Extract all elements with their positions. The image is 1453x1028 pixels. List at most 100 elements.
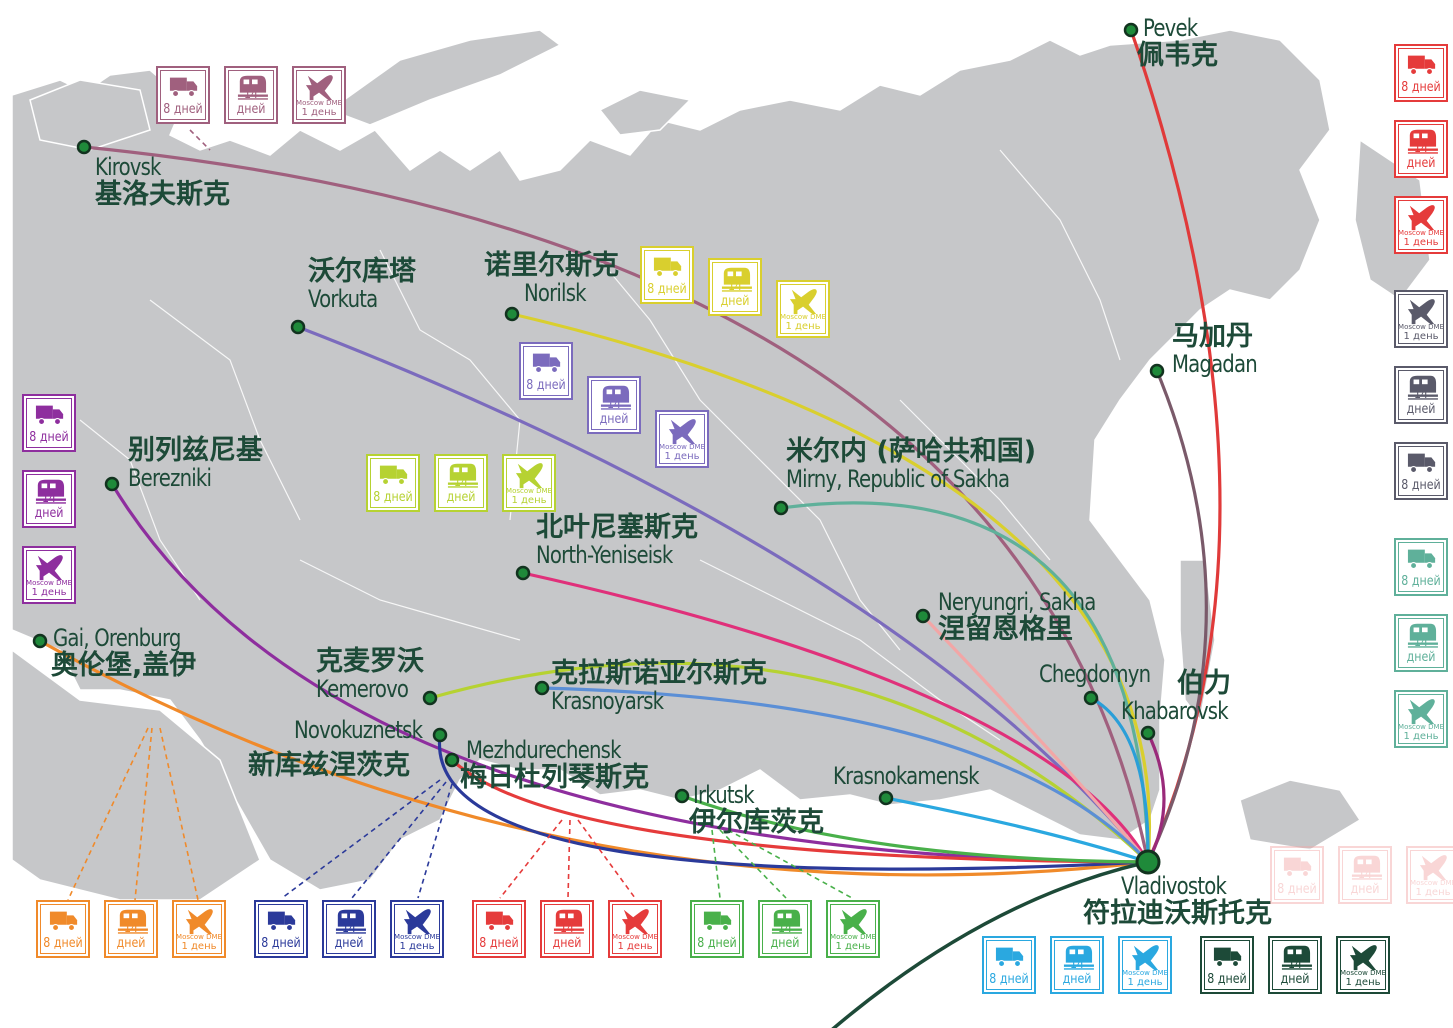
box-label: 8 дней [261,936,301,951]
transport-box-rail: 14 дней [708,258,762,316]
transport-box-truck: 8 дней [366,454,420,512]
novaya-zemlya [328,29,562,126]
transport-box-truck: 8 дней [640,246,694,304]
box-label: 14 дней [599,397,629,427]
leader-line [719,829,787,899]
box-label: 1 день [785,321,821,332]
truck-icon [1407,549,1436,570]
truck-icon [485,911,514,932]
route-magadan [1146,369,1208,864]
box-label: 8 дней [1277,882,1317,897]
box-label: 14 дней [1280,957,1310,987]
transport-box-truck: 8 дней [982,936,1036,994]
city-markers [32,22,1165,875]
box-label: 8 дней [43,936,83,951]
box-label: 8 дней [697,936,737,951]
city-marker-mezhdurechensk [444,752,460,768]
airplane-icon [839,909,867,935]
box-label: Moscow DME [1398,723,1444,731]
route-berezniki [110,482,1150,864]
box-label: Moscow DME [296,99,342,107]
city-marker-vladivostok [1135,849,1161,875]
city-marker-kirovsk [76,139,92,155]
train-icon [721,267,752,292]
city-marker-neryungri [915,608,931,624]
leader-line [134,727,153,901]
city-marker-gai [32,633,48,649]
box-label: Moscow DME [1122,969,1168,977]
region-border [299,559,521,641]
transport-box-truck: 8 дней [1394,44,1448,102]
city-marker-vorkuta [290,319,306,335]
box-label: 8 дней [989,972,1029,987]
transport-box-rail: 14 дней [540,900,594,958]
box-label: 14 дней [1406,387,1436,417]
city-marker-irkutsk [674,788,690,804]
truck-icon [379,465,408,486]
city-marker-kemerovo [422,690,438,706]
japan [1239,779,1362,851]
box-label: 14 дней [236,87,266,117]
box-label: 14 дней [34,491,64,521]
city-marker-norilsk [504,306,520,322]
airplane-icon [1407,699,1435,725]
route-vladivostok-outbound [831,860,1149,1028]
box-label: 8 дней [647,282,687,297]
box-label: 8 дней [163,102,203,117]
region-border [79,419,201,601]
city-marker-krasnokamensk [878,790,894,806]
city-marker-north-yeniseisk [515,565,531,581]
box-label: 8 дней [526,378,566,393]
transport-box-rail: 14 дней [1050,936,1104,994]
transport-box-rail: 14 дней [224,66,278,124]
box-label: 8 дней [479,936,519,951]
transport-box-rail: 14 дней [587,376,641,434]
airplane-icon [1407,299,1435,325]
city-marker-krasnoyarsk [534,680,550,696]
airplane-icon [35,555,63,581]
transport-box-rail: 14 дней [104,900,158,958]
region-border [379,249,521,521]
box-label: 1 день [31,587,67,598]
box-label: 1 день [1415,887,1451,898]
box-label: Moscow DME [1340,969,1386,977]
transport-box-rail: 14 дней [434,454,488,512]
leader-line [727,829,853,899]
box-label: 14 дней [116,921,146,951]
city-marker-mirny [773,500,789,516]
airplane-icon [185,909,213,935]
leader-line [417,783,453,899]
truck-icon [532,353,561,374]
train-icon [1407,375,1438,400]
route-mezhdurechensk [450,758,1150,864]
airplane-icon [1131,945,1159,971]
box-label: 8 дней [373,490,413,505]
box-label: Moscow DME [780,313,826,321]
truck-icon [1407,55,1436,76]
route-gai [38,639,1150,877]
box-label: Moscow DME [26,579,72,587]
leader-line [281,779,441,899]
box-label: Moscow DME [176,933,222,941]
airplane-icon [403,909,431,935]
label-chegdomyn: Chegdomyn [1039,660,1151,688]
train-icon [117,909,148,934]
airplane-icon [515,463,543,489]
box-label: 1 день [835,941,871,952]
label-novokuznetsk-zh: 新库兹涅茨克 [248,750,410,781]
box-label: 1 день [617,941,653,952]
transport-box-rail: 14 дней [758,900,812,958]
transport-box-truck: 8 дней [1394,442,1448,500]
transport-box-truck: 8 дней [690,900,744,958]
